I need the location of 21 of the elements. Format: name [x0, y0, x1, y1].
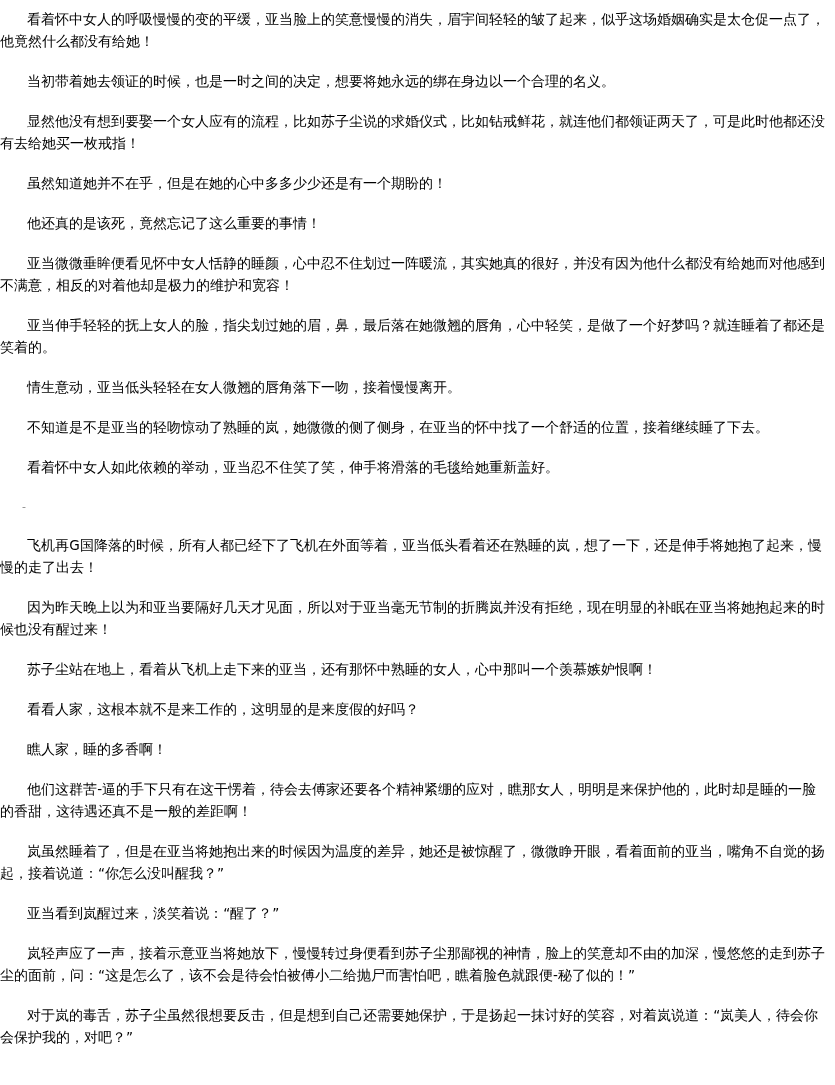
- paragraph: 看着怀中女人的呼吸慢慢的变的平缓，亚当脸上的笑意慢慢的消失，眉宇间轻轻的皱了起来，似乎这场婚姻确实是太仓促一点了，他竟然什么都没有给她！: [0, 10, 826, 51]
- paragraph: 他还真的是该死，竟然忘记了这么重要的事情！: [26, 214, 323, 233]
- paragraph: 虽然知道她并不在乎，但是在她的心中多多少少还是有一个期盼的！: [26, 174, 449, 193]
- paragraph: 苏子尘站在地上，看着从飞机上走下来的亚当，还有那怀中熟睡的女人，心中那叫一个羡慕嫉妒恨啊！: [26, 660, 659, 679]
- paragraph: 岚虽然睡着了，但是在亚当将她抱出来的时候因为温度的差异，她还是被惊醒了，微微睁开眼，看着面前的亚当，嘴角不自觉的扬起，接着说道：“你怎么没叫醒我？”: [0, 842, 826, 883]
- paragraph: 飞机再G国降落的时候，所有人都已经下了飞机在外面等着，亚当低头看着还在熟睡的岚，想了一下，还是伸手将她抱了起来，慢慢的走了出去！: [0, 536, 823, 577]
- paragraph: 显然他没有想到要娶一个女人应有的流程，比如苏子尘说的求婚仪式，比如钻戒鲜花，就连他们都领证两天了，可是此时他都还没有去给她买一枚戒指！: [0, 112, 826, 153]
- paragraph: 不知道是不是亚当的轻吻惊动了熟睡的岚，她微微的侧了侧身，在亚当的怀中找了一个舒适的位置，接着继续睡了下去。: [26, 418, 771, 437]
- paragraph: 他们这群苦-逼的手下只有在这干愣着，待会去傅家还要各个精神紧绷的应对，瞧那女人，明明是来保护他的，此时却是睡的一脸的香甜，这待遇还真不是一般的差距啊！: [0, 780, 818, 821]
- paragraph: 亚当伸手轻轻的抚上女人的脸，指尖划过她的眉，鼻，最后落在她微翘的唇角，心中轻笑，是做了一个好梦吗？就连睡着了都还是笑着的。: [0, 316, 826, 357]
- paragraph: 因为昨天晚上以为和亚当要隔好几天才见面，所以对于亚当毫无节制的折腾岚并没有拒绝，现在明显的补眠在亚当将她抱起来的时候也没有醒过来！: [0, 598, 826, 639]
- paragraph: 亚当看到岚醒过来，淡笑着说：“醒了？”: [26, 904, 281, 923]
- paragraph: 瞧人家，睡的多香啊！: [26, 740, 169, 759]
- dash-text: -: [21, 499, 27, 515]
- paragraph: 看看人家，这根本就不是来工作的，这明显的是来度假的好吗？: [26, 700, 421, 719]
- paragraph: 对于岚的毒舌，苏子尘虽然很想要反击，但是想到自己还需要她保护，于是扬起一抹讨好的笑容，对着岚说道：“岚美人，待会你会保护我的，对吧？”: [0, 1006, 820, 1047]
- paragraph: 看着怀中女人如此依赖的举动，亚当忍不住笑了笑，伸手将滑落的毛毯给她重新盖好。: [26, 458, 561, 477]
- paragraph: 岚轻声应了一声，接着示意亚当将她放下，慢慢转过身便看到苏子尘那鄙视的神情，脸上的笑意却不由的加深，慢悠悠的走到苏子尘的面前，问：“这是怎么了，该不会是待会怕被傅小二给抛尸而害怕吧，瞧着脸色就跟便-秘了似的！”: [0, 944, 826, 985]
- paragraph: 当初带着她去领证的时候，也是一时之间的决定，想要将她永远的绑在身边以一个合理的名义。: [26, 72, 617, 91]
- paragraph: 亚当微微垂眸便看见怀中女人恬静的睡颜，心中忍不住划过一阵暖流，其实她真的很好，并没有因为他什么都没有给她而对他感到不满意，相反的对着他却是极力的维护和宽容！: [0, 254, 826, 295]
- paragraph: 情生意动，亚当低头轻轻在女人微翘的唇角落下一吻，接着慢慢离开。: [25, 378, 463, 397]
